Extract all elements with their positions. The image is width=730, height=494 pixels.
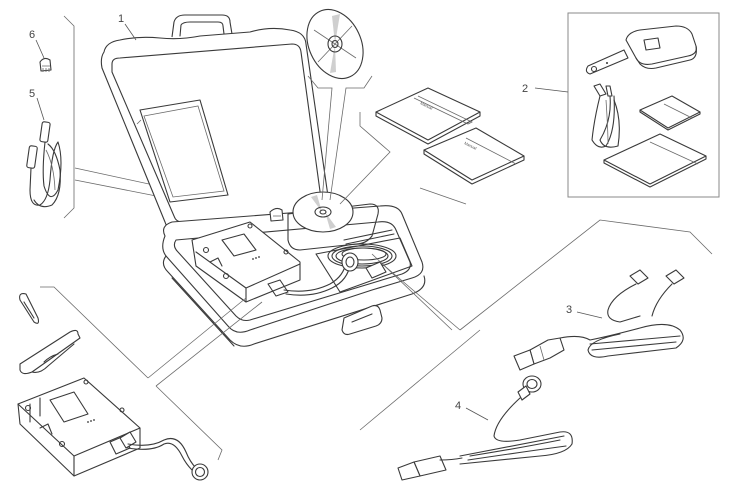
callout-leader-4 <box>465 407 489 421</box>
callout-label-1: 1 <box>118 13 124 25</box>
handheld-unit-kit <box>567 12 720 198</box>
svg-text:Manual: Manual <box>420 100 434 110</box>
callout-leader-2 <box>534 87 569 93</box>
round-connector <box>191 463 209 481</box>
adapter-cap-in-case <box>269 207 284 222</box>
manual-booklets: Manual Manual <box>375 87 525 205</box>
software-cd-in-case <box>292 191 354 233</box>
software-cd <box>306 9 364 79</box>
diagnostic-interface-unit <box>17 377 141 477</box>
usb-cable <box>26 121 62 208</box>
diagnostic-connector-cable <box>397 375 573 481</box>
callout-leader-3 <box>576 311 603 319</box>
svg-text:Manual: Manual <box>464 140 478 150</box>
callout-label-6: 6 <box>29 29 35 41</box>
callout-label-5: 5 <box>29 88 35 100</box>
callout-label-2: 2 <box>522 83 528 95</box>
lower-left-bracket <box>40 286 263 461</box>
unit-cable-in-case <box>283 261 347 292</box>
interface-unit-cable <box>127 437 197 469</box>
carrying-case <box>100 14 426 347</box>
right-group-bracket <box>359 219 713 431</box>
cd-explosion-lines <box>307 75 391 205</box>
interface-unit-in-case <box>191 221 301 303</box>
callout-label-3: 3 <box>566 304 572 316</box>
y-split-cable <box>513 269 685 371</box>
adapter-cap <box>39 57 52 72</box>
coiled-cables-in-case <box>327 229 397 279</box>
callout-leader-5 <box>36 97 45 121</box>
callout-label-4: 4 <box>455 400 461 412</box>
callout-leader-6 <box>35 39 45 59</box>
callout-leader-1 <box>124 23 137 41</box>
strap <box>19 329 81 375</box>
carabiner-clip <box>19 293 40 324</box>
